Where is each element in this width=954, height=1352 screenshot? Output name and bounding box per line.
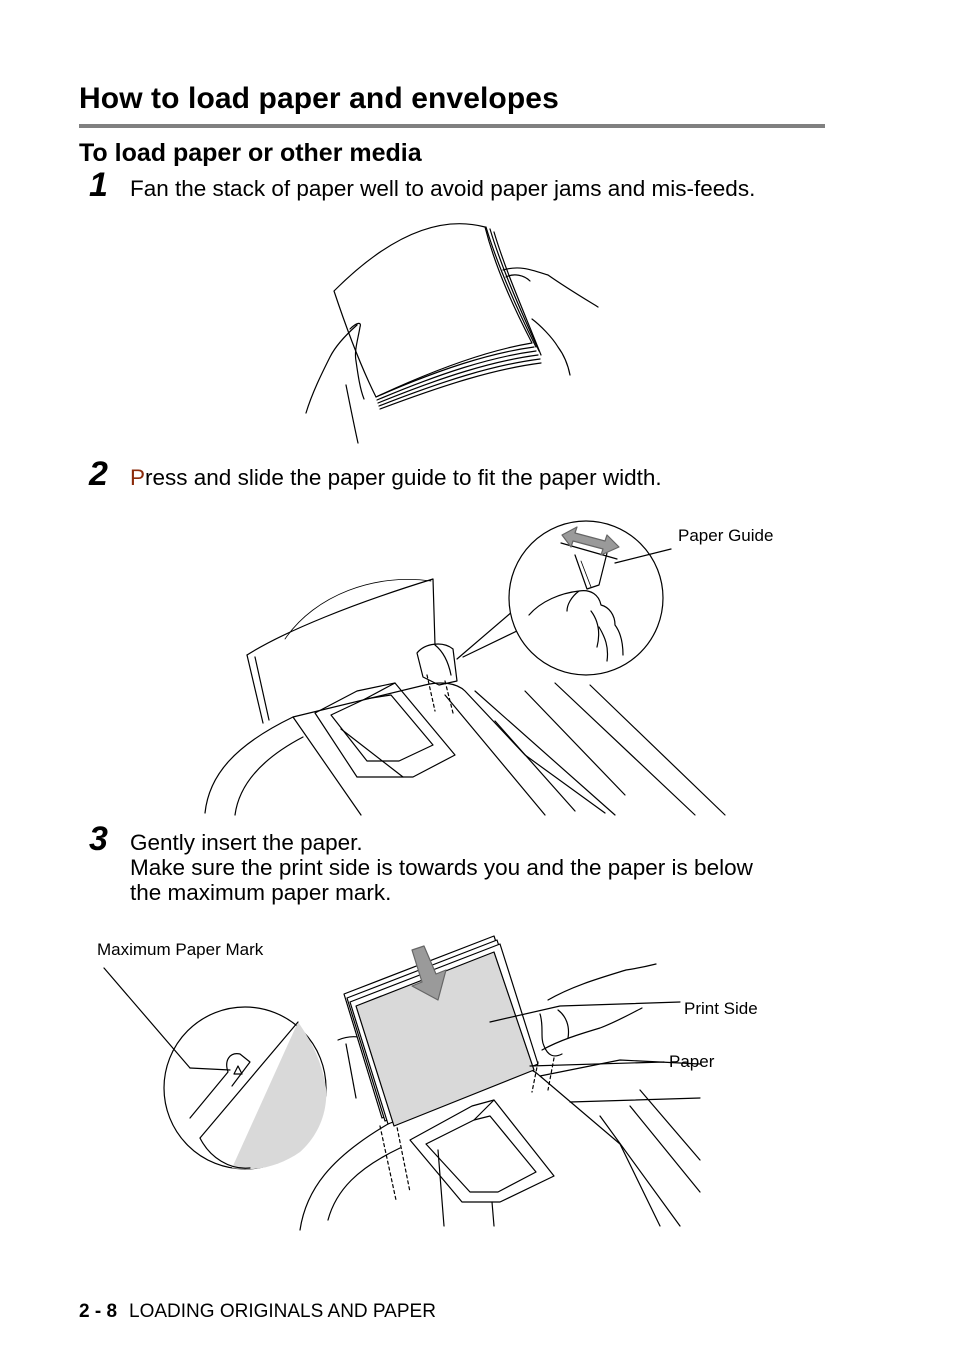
step-1-text: Fan the stack of paper well to avoid pap… bbox=[130, 176, 756, 201]
step-2-initial: P bbox=[130, 465, 146, 490]
insert-paper-illustration bbox=[100, 930, 720, 1230]
fanning-paper-illustration bbox=[300, 215, 610, 450]
paper-guide-illustration bbox=[195, 515, 795, 825]
page-number: 2 - 8 bbox=[79, 1301, 118, 1322]
step-3-number: 3 bbox=[89, 820, 108, 858]
paper-guide-label: Paper Guide bbox=[678, 526, 774, 545]
title-divider bbox=[79, 124, 825, 128]
step-3-line-1: Gently insert the paper. bbox=[130, 830, 363, 855]
paper-label: Paper bbox=[669, 1052, 715, 1071]
subsection-title: To load paper or other media bbox=[79, 139, 422, 167]
section-title: How to load paper and envelopes bbox=[79, 82, 559, 115]
print-side-label: Print Side bbox=[684, 999, 758, 1018]
step-3-line-2: Make sure the print side is towards you … bbox=[130, 855, 753, 880]
step-2-text: Press and slide the paper guide to fit t… bbox=[130, 465, 662, 490]
chapter-name: LOADING ORIGINALS AND PAPER bbox=[129, 1301, 436, 1322]
step-2-rest: ress and slide the paper guide to fit th… bbox=[145, 465, 662, 490]
step-3-line-3: the maximum paper mark. bbox=[130, 880, 392, 905]
step-2-number: 2 bbox=[89, 455, 108, 493]
step-1-number: 1 bbox=[89, 166, 108, 204]
maximum-paper-mark-label: Maximum Paper Mark bbox=[97, 940, 264, 959]
page-footer: 2 - 8 LOADING ORIGINALS AND PAPER bbox=[79, 1301, 436, 1323]
